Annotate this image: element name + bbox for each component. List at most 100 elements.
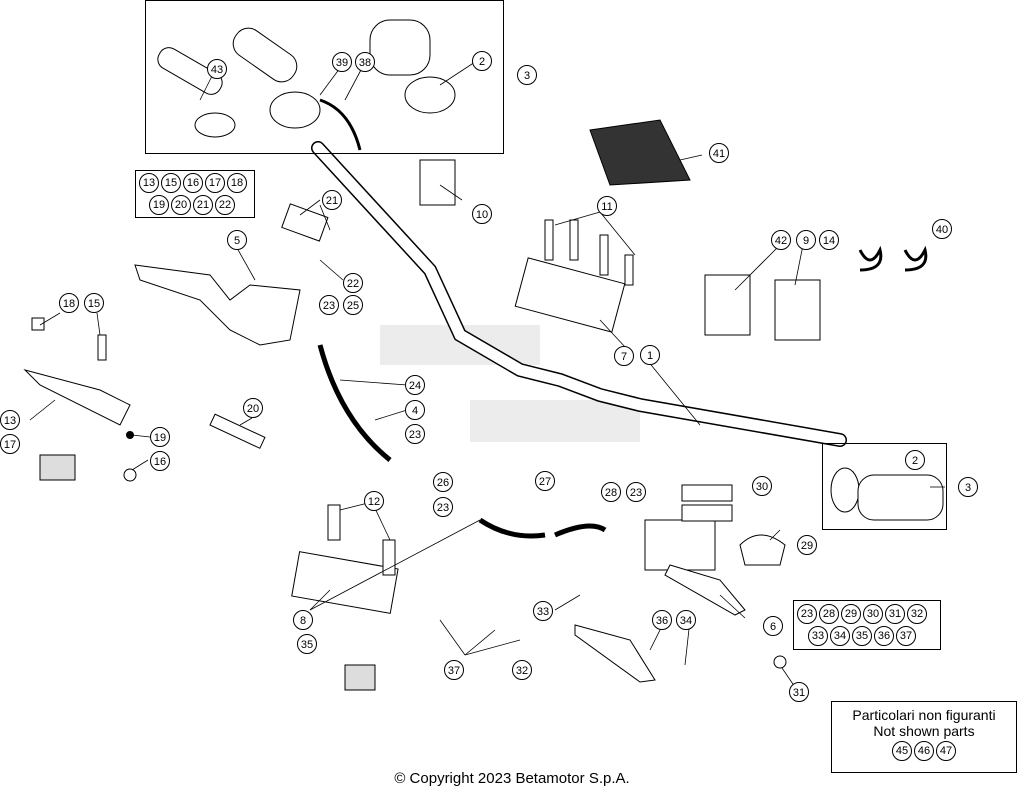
left-grip-43 bbox=[157, 47, 236, 138]
callout-13: 13 bbox=[0, 410, 20, 430]
callout-3: 3 bbox=[958, 477, 978, 497]
nut-31 bbox=[773, 655, 787, 669]
callout-25: 25 bbox=[343, 295, 363, 315]
callout-15: 15 bbox=[84, 293, 104, 313]
upper-clamp bbox=[514, 219, 634, 333]
lower-clamp bbox=[291, 504, 399, 614]
group-callout: 28 bbox=[819, 604, 839, 624]
right-grip-box bbox=[822, 443, 947, 530]
group-callout: 16 bbox=[183, 173, 203, 193]
group-callout: 22 bbox=[215, 195, 235, 215]
callout-17: 17 bbox=[0, 434, 20, 454]
callout-41: 41 bbox=[709, 143, 729, 163]
callout-8: 8 bbox=[293, 610, 313, 630]
nut-16 bbox=[123, 468, 137, 482]
callout-4: 4 bbox=[405, 400, 425, 420]
lever-13 bbox=[23, 369, 131, 426]
leader-lines bbox=[29, 61, 945, 691]
callout-23: 23 bbox=[626, 482, 646, 502]
note-line-english: Not shown parts bbox=[873, 723, 975, 739]
adjuster-20 bbox=[209, 413, 266, 449]
callout-9: 9 bbox=[796, 230, 816, 250]
note-callout: 45 bbox=[892, 741, 912, 761]
callout-28: 28 bbox=[601, 482, 621, 502]
cable-clip-40 bbox=[903, 245, 928, 272]
callout-23: 23 bbox=[319, 295, 339, 315]
group-callout: 13 bbox=[139, 173, 159, 193]
group-callout: 31 bbox=[885, 604, 905, 624]
group-callout: 34 bbox=[830, 626, 850, 646]
bolt-18 bbox=[31, 317, 45, 331]
callout-7: 7 bbox=[614, 346, 634, 366]
group-callout: 33 bbox=[808, 626, 828, 646]
callout-26: 26 bbox=[433, 472, 453, 492]
reservoir-cover-30 bbox=[681, 484, 733, 502]
bracket-29 bbox=[739, 534, 786, 566]
group-callout: 32 bbox=[907, 604, 927, 624]
switch-9 bbox=[774, 279, 821, 341]
not-shown-parts-box: Particolari non figuranti Not shown part… bbox=[831, 701, 1017, 773]
callout-23: 23 bbox=[405, 424, 425, 444]
bracket-17 bbox=[39, 454, 76, 481]
callout-32: 32 bbox=[512, 660, 532, 680]
note-numbers: 45 46 47 bbox=[832, 741, 1016, 761]
callout-30: 30 bbox=[752, 476, 772, 496]
group-callout: 23 bbox=[797, 604, 817, 624]
group-callout: 20 bbox=[171, 195, 191, 215]
callout-42: 42 bbox=[771, 230, 791, 250]
switch-10 bbox=[419, 159, 456, 206]
callout-39: 39 bbox=[332, 52, 352, 72]
callout-1: 1 bbox=[640, 345, 660, 365]
group-callout: 21 bbox=[193, 195, 213, 215]
callout-38: 38 bbox=[355, 52, 375, 72]
group-callout: 18 bbox=[227, 173, 247, 193]
callout-2: 2 bbox=[905, 450, 925, 470]
callout-2: 2 bbox=[472, 51, 492, 71]
brake-lever bbox=[574, 624, 656, 683]
callout-14: 14 bbox=[819, 230, 839, 250]
callout-5: 5 bbox=[227, 230, 247, 250]
callout-12: 12 bbox=[364, 491, 384, 511]
callout-43: 43 bbox=[207, 59, 227, 79]
callout-23: 23 bbox=[433, 497, 453, 517]
group-callout: 17 bbox=[205, 173, 225, 193]
note-callout: 47 bbox=[936, 741, 956, 761]
switch-42 bbox=[704, 274, 751, 336]
callout-34: 34 bbox=[676, 610, 696, 630]
callout-27: 27 bbox=[535, 471, 555, 491]
ball-19 bbox=[126, 431, 134, 439]
brake-hose-27 bbox=[478, 517, 546, 539]
group-callout: 29 bbox=[841, 604, 861, 624]
callout-37: 37 bbox=[444, 660, 464, 680]
hose-24 bbox=[317, 344, 392, 462]
group-callout: 37 bbox=[896, 626, 916, 646]
group-callout: 36 bbox=[874, 626, 894, 646]
note-line-italian: Particolari non figuranti bbox=[852, 707, 996, 723]
callout-16: 16 bbox=[150, 451, 170, 471]
group-callout: 35 bbox=[852, 626, 872, 646]
callout-20: 20 bbox=[243, 398, 263, 418]
grip-2-top bbox=[369, 19, 456, 114]
callout-19: 19 bbox=[150, 427, 170, 447]
left-group-callouts: 13 15 16 17 18 19 20 21 22 bbox=[135, 170, 255, 218]
callout-24: 24 bbox=[405, 375, 425, 395]
callout-10: 10 bbox=[472, 204, 492, 224]
brake-master-cylinder bbox=[644, 519, 746, 616]
callout-35: 35 bbox=[297, 634, 317, 654]
group-callout: 19 bbox=[149, 195, 169, 215]
group-callout: 30 bbox=[863, 604, 883, 624]
throttle-tube bbox=[232, 27, 362, 151]
group-callout: 15 bbox=[161, 173, 181, 193]
callout-29: 29 bbox=[797, 535, 817, 555]
handlebar-pad bbox=[589, 119, 691, 186]
callout-36: 36 bbox=[652, 610, 672, 630]
callout-3: 3 bbox=[517, 65, 537, 85]
grip-2-right bbox=[830, 467, 944, 521]
callout-11: 11 bbox=[597, 196, 617, 216]
callout-18: 18 bbox=[59, 293, 79, 313]
callout-21: 21 bbox=[322, 190, 342, 210]
callout-6: 6 bbox=[763, 616, 783, 636]
callout-31: 31 bbox=[789, 682, 809, 702]
note-callout: 46 bbox=[914, 741, 934, 761]
